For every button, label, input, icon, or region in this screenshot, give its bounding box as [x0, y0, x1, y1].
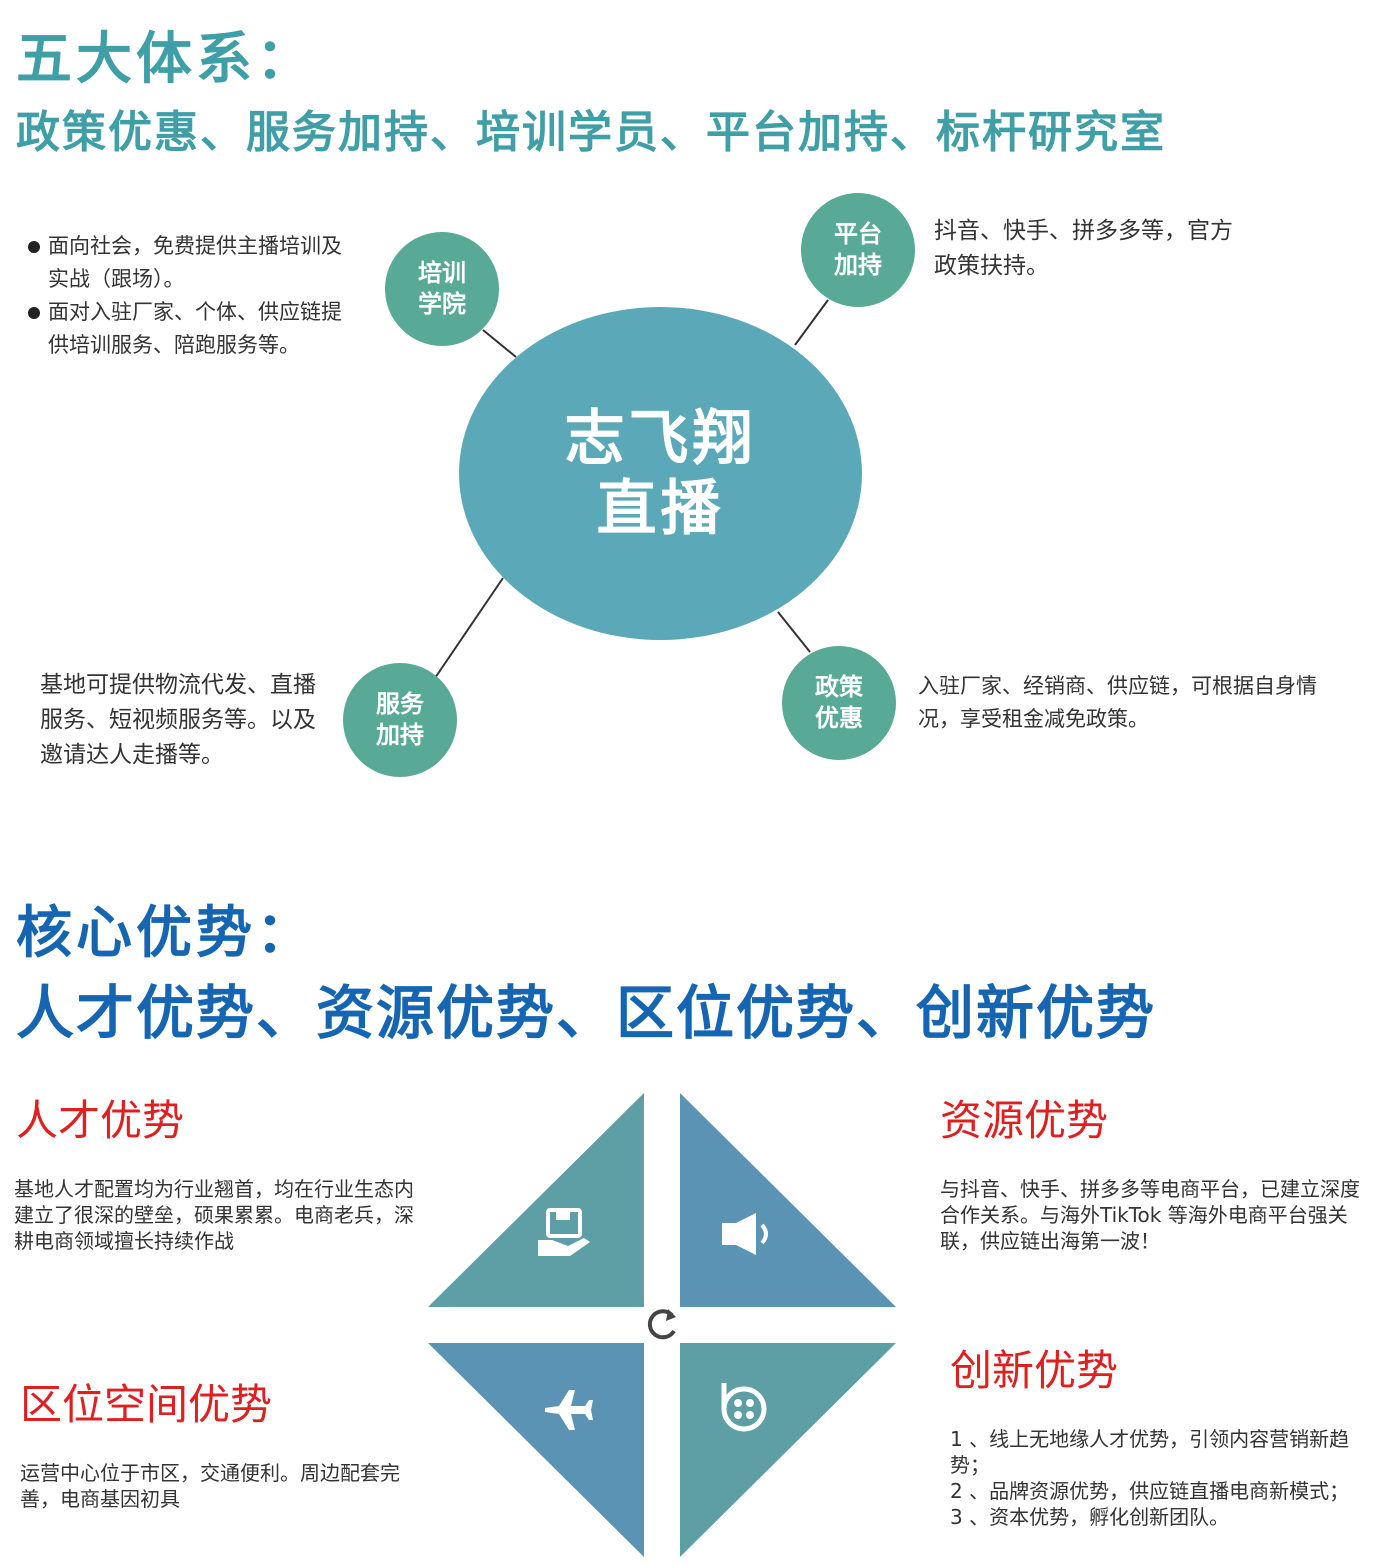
node-policy-line1: 政策 — [815, 673, 863, 701]
hub-circle: 志飞翔直播 — [459, 307, 862, 640]
node-policy-line2: 优惠 — [815, 704, 863, 732]
node-training: 培训学院 — [385, 232, 499, 346]
node-policy: 政策优惠 — [782, 646, 896, 760]
section1-subtitle: 政策优惠、服务加持、培训学员、平台加持、标杆研究室 — [16, 107, 1166, 158]
policy-description: 入驻厂家、经销商、供应链，可根据自身情况，享受租金减免政策。 — [918, 674, 1317, 731]
innovation-line: 1 、线上无地缘人才优势，引领内容营销新趋势； — [950, 1427, 1350, 1477]
node-service: 服务加持 — [343, 663, 457, 777]
node-platform-line1: 平台 — [834, 220, 882, 248]
triangle-resource — [680, 1093, 896, 1307]
training-bullet: 面向社会，免费提供主播培训及实战（跟场）。 — [28, 230, 358, 296]
megaphone-icon — [722, 1213, 768, 1255]
triangle-innovation — [680, 1343, 896, 1557]
advantage-diamond — [428, 1093, 896, 1557]
innovation-title: 创新优势 — [950, 1346, 1119, 1395]
node-platform: 平台加持 — [801, 193, 915, 307]
resource-title: 资源优势 — [940, 1096, 1109, 1145]
section2-title: 核心优势： — [16, 901, 316, 966]
hub-line1: 志飞翔 — [564, 403, 757, 474]
node-platform-line2: 加持 — [834, 251, 882, 279]
platform-description: 抖音、快手、拼多多等，官方政策扶持。 — [934, 218, 1233, 279]
connector-lines — [434, 299, 829, 679]
talent-title: 人才优势 — [16, 1096, 185, 1145]
node-training-line2: 学院 — [418, 290, 466, 318]
hand-save-icon — [538, 1208, 590, 1256]
film-reel-icon — [721, 1383, 767, 1432]
training-description: 面向社会，免费提供主播培训及实战（跟场）。 面对入驻厂家、个体、供应链提供培训服… — [28, 230, 358, 362]
innovation-text: 1 、线上无地缘人才优势，引领内容营销新趋势； 2 、品牌资源优势，供应链直播电… — [950, 1426, 1350, 1530]
talent-text: 基地人才配置均为行业翘首，均在行业生态内建立了很深的壁垒，硕果累累。电商老兵，深… — [14, 1177, 414, 1253]
hub-line2: 直播 — [596, 473, 725, 544]
location-title: 区位空间优势 — [20, 1380, 273, 1429]
node-training-line1: 培训 — [418, 259, 466, 287]
section2-subtitle: 人才优势、资源优势、区位优势、创新优势 — [16, 979, 1157, 1047]
innovation-line: 3 、资本优势，孵化创新团队。 — [950, 1505, 1230, 1529]
airplane-icon — [545, 1390, 593, 1430]
resource-text: 与抖音、快手、拼多多等电商平台，已建立深度合作关系。与海外TikTok 等海外电… — [940, 1177, 1360, 1253]
innovation-line: 2 、品牌资源优势，供应链直播电商新模式； — [950, 1479, 1350, 1503]
location-text: 运营中心位于市区，交通便利。周边配套完善，电商基因初具 — [20, 1461, 400, 1511]
node-service-line2: 加持 — [376, 721, 424, 749]
training-bullet: 面对入驻厂家、个体、供应链提供培训服务、陪跑服务等。 — [28, 296, 358, 362]
section1-title: 五大体系： — [16, 27, 316, 92]
service-description: 基地可提供物流代发、直播服务、短视频服务等。以及邀请达人走播等。 — [40, 672, 316, 768]
refresh-icon — [647, 1309, 676, 1340]
connector-training — [482, 329, 517, 358]
connector-policy — [777, 611, 811, 653]
triangle-location — [428, 1343, 644, 1557]
connector-platform — [794, 299, 829, 346]
triangle-talent — [428, 1093, 644, 1307]
node-service-line1: 服务 — [376, 690, 424, 718]
connector-service — [434, 577, 504, 679]
